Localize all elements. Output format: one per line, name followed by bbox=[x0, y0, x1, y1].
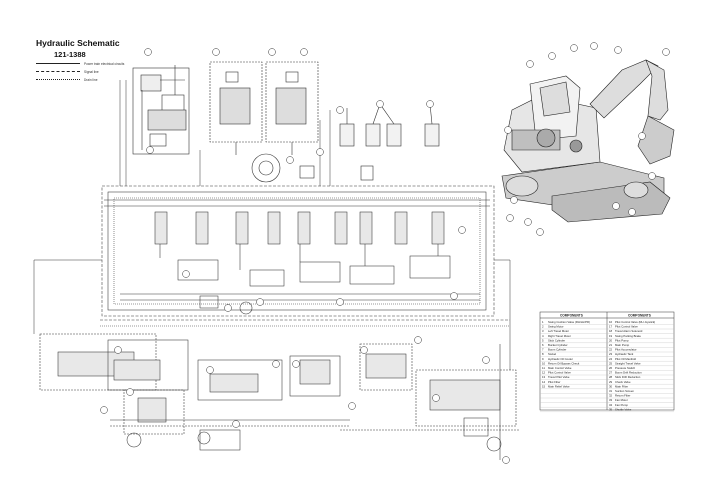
table-row-number: 27 bbox=[609, 371, 613, 375]
main-control-valve-bank bbox=[101, 185, 495, 317]
table-row-number: 17 bbox=[609, 325, 613, 329]
table-row-name: Pilot Control Valve bbox=[548, 371, 571, 375]
schematic-callouts bbox=[100, 48, 514, 464]
table-row-number: 4 bbox=[542, 334, 544, 338]
cylinder-group bbox=[339, 103, 440, 147]
components-table-frame bbox=[539, 311, 675, 411]
lower-left-circuits bbox=[39, 333, 350, 451]
table-row-number: 14 bbox=[542, 380, 546, 384]
table-row-name: Pilot Control Valve (RH Joystick) bbox=[615, 320, 655, 324]
table-row-name: Shuttle Valve bbox=[615, 407, 632, 411]
legend-label: Drain line bbox=[84, 77, 98, 82]
table-row-name: Stick Drift Reduction bbox=[615, 375, 641, 379]
legend-label: Power train electrical circuits bbox=[84, 61, 125, 66]
legend-label: Signal line bbox=[84, 69, 99, 74]
table-row-number: 6 bbox=[542, 343, 544, 347]
table-row-name: Stick Cylinder bbox=[548, 338, 565, 342]
table-row-number: 29 bbox=[609, 380, 613, 384]
table-header: COMPONENTS bbox=[560, 314, 583, 318]
table-row-name: Check Valve bbox=[615, 380, 631, 384]
legend-line-sample bbox=[36, 63, 80, 64]
table-row-number: 2 bbox=[542, 325, 544, 329]
machine-callouts bbox=[504, 42, 670, 236]
table-row-name: Hydraulic Tank bbox=[615, 352, 634, 356]
legend-row: Power train electrical circuits bbox=[36, 60, 126, 67]
table-row-number: 11 bbox=[542, 366, 545, 370]
table-row-name: Return Oil Bypass Check bbox=[548, 361, 580, 365]
table-row-name: Pilot Control Valve bbox=[615, 325, 638, 329]
table-row-number: 9 bbox=[542, 357, 544, 361]
table-row-number: 35 bbox=[609, 407, 613, 411]
table-row-number: 31 bbox=[609, 389, 613, 393]
excavator-illustration bbox=[501, 59, 675, 223]
table-row-name: Swing Cushion Valve (RH/LH/PR) bbox=[548, 320, 590, 324]
table-row-number: 30 bbox=[609, 384, 613, 388]
table-row-name: Boom Cylinder bbox=[548, 348, 566, 352]
table-row-number: 28 bbox=[609, 375, 613, 379]
table-row-name: Left Travel Motor bbox=[548, 329, 569, 333]
table-row-name: Right Travel Motor bbox=[548, 334, 571, 338]
table-row-name: Suction Screen bbox=[615, 389, 634, 393]
table-row-name: Fan Pump bbox=[615, 403, 628, 407]
table-row-name: Travel Pilot Valve bbox=[548, 375, 570, 379]
connection-lines bbox=[33, 80, 511, 370]
part-number: 121-1388 bbox=[54, 50, 86, 59]
table-row-name: Main Relief Valve bbox=[548, 384, 570, 388]
document-title: Hydraulic Schematic bbox=[36, 38, 120, 48]
table-row-number: 34 bbox=[609, 403, 613, 407]
table-row-number: 32 bbox=[609, 394, 613, 398]
table-row-number: 16 bbox=[609, 320, 613, 324]
table-row-number: 25 bbox=[609, 361, 613, 365]
table-row-name: Swivel bbox=[548, 352, 556, 356]
table-row-number: 10 bbox=[542, 361, 546, 365]
legend-row: Signal line bbox=[36, 68, 126, 75]
table-row-number: 22 bbox=[609, 348, 613, 352]
top-pilot-circuits bbox=[132, 61, 374, 183]
table-row-name: Travel Alarm Solenoid bbox=[615, 329, 643, 333]
table-row-number: 33 bbox=[609, 398, 613, 402]
table-row-name: Fan Motor bbox=[615, 398, 628, 402]
table-row-number: 12 bbox=[542, 371, 546, 375]
table-row-name: Boom Drift Reduction bbox=[615, 371, 642, 375]
table-row-number: 23 bbox=[609, 352, 613, 356]
table-row-name: Pilot Filter bbox=[548, 380, 561, 384]
table-row-name: Return Filter bbox=[615, 394, 630, 398]
table-header: COMPONENTS bbox=[628, 314, 651, 318]
table-row-number: 15 bbox=[542, 384, 546, 388]
table-row-number: 18 bbox=[609, 329, 613, 333]
legend-line-sample bbox=[36, 71, 80, 72]
table-row-name: Bucket Cylinder bbox=[548, 343, 568, 347]
table-row-name: Straight Travel Valve bbox=[615, 361, 641, 365]
table-row-name: Pressure Switch bbox=[615, 366, 636, 370]
table-row-name: Main Pump bbox=[615, 343, 630, 347]
table-row-number: 7 bbox=[542, 348, 544, 352]
table-row-name: Swing Motor bbox=[548, 325, 564, 329]
table-row-name: Hydraulic Oil Cooler bbox=[548, 357, 573, 361]
table-row-number: 8 bbox=[542, 352, 544, 356]
legend-row: Drain line bbox=[36, 76, 126, 83]
table-row-name: Pilot Accumulator bbox=[615, 348, 637, 352]
table-row-number: 3 bbox=[542, 329, 544, 333]
table-row-name: Pilot Oil Manifold bbox=[615, 357, 636, 361]
legend-line-sample bbox=[36, 79, 80, 80]
table-row-name: Pilot Pump bbox=[615, 338, 629, 342]
table-row-name: Swing Parking Brake bbox=[615, 334, 641, 338]
table-row-number: 21 bbox=[609, 343, 613, 347]
table-row-number: 13 bbox=[542, 375, 546, 379]
table-row-name: Main Control Valve bbox=[548, 366, 572, 370]
table-row-number: 5 bbox=[542, 338, 544, 342]
table-row-number: 26 bbox=[609, 366, 613, 370]
table-row-number: 19 bbox=[609, 334, 613, 338]
table-row-number: 24 bbox=[609, 357, 613, 361]
table-row-number: 1 bbox=[542, 320, 544, 324]
table-row-number: 20 bbox=[609, 338, 613, 342]
table-row-name: Main Filter bbox=[615, 384, 628, 388]
lower-right-circuits bbox=[340, 343, 520, 460]
title-block: Hydraulic Schematic 121-1388 Power train… bbox=[36, 38, 126, 83]
